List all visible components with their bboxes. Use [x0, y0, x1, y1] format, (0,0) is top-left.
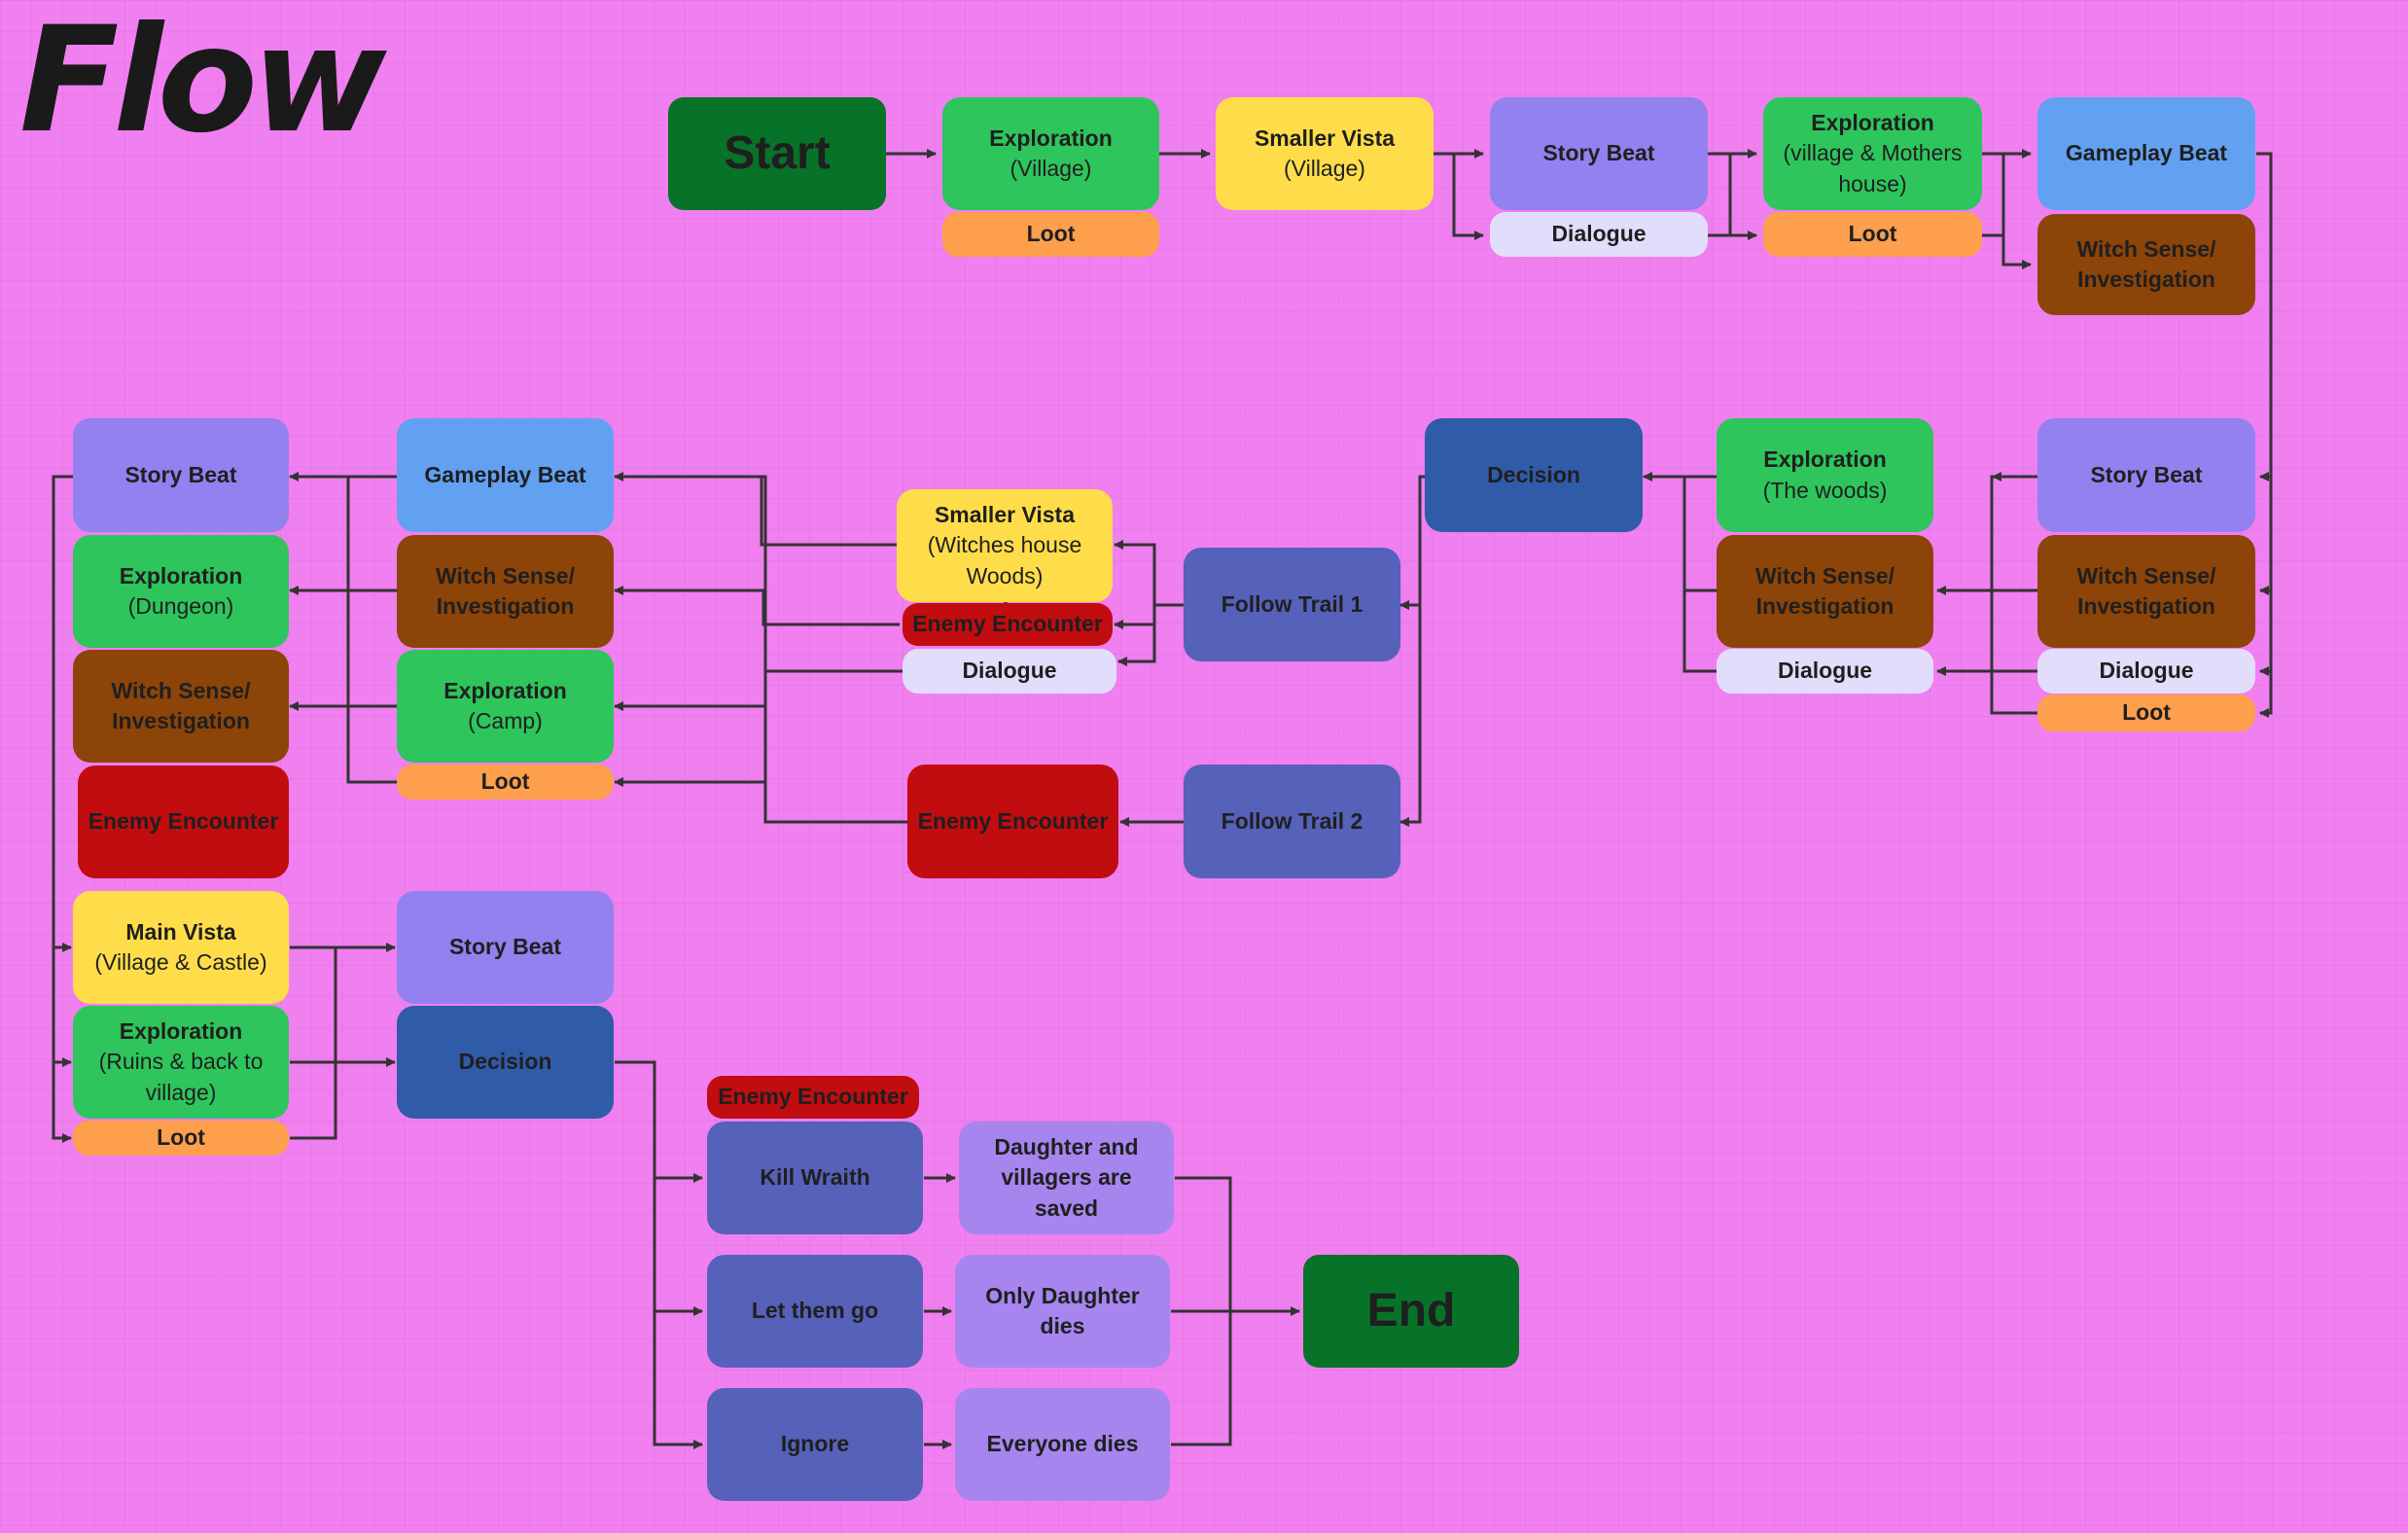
loot-node[interactable]: Loot	[397, 765, 614, 800]
connector	[52, 475, 73, 1143]
dialogue-node[interactable]: Dialogue	[2037, 649, 2255, 694]
smaller-vista-village-node[interactable]: Smaller Vista(Village)	[1216, 97, 1434, 210]
gameplay-beat-node[interactable]: Gameplay Beat	[397, 418, 614, 532]
dialogue-node[interactable]: Dialogue	[1717, 649, 1933, 694]
enemy-encounter-node[interactable]: Enemy Encounter	[707, 1076, 919, 1119]
enemy-encounter-node[interactable]: Enemy Encounter	[903, 603, 1113, 646]
connector	[1982, 233, 2032, 269]
story-beat-node[interactable]: Story Beat	[1490, 97, 1708, 210]
start-node[interactable]: Start	[668, 97, 886, 210]
gameplay-beat-node[interactable]: Gameplay Beat	[2037, 97, 2255, 210]
loot-node[interactable]: Loot	[2037, 695, 2255, 731]
connector	[1452, 154, 1484, 240]
exploration-woods-node[interactable]: Exploration(The woods)	[1717, 418, 1933, 532]
main-vista-node[interactable]: Main Vista(Village & Castle)	[73, 891, 289, 1004]
loot-node[interactable]: Loot	[1763, 212, 1982, 257]
connector	[614, 472, 897, 547]
connector	[1114, 540, 1184, 607]
witch-sense-node[interactable]: Witch Sense/ Investigation	[1717, 535, 1933, 648]
loot-node[interactable]: Loot	[73, 1121, 289, 1156]
connector	[614, 586, 900, 626]
outcome-daughter-dies-node[interactable]: Only Daughter dies	[955, 1255, 1170, 1368]
witch-sense-node[interactable]: Witch Sense/ Investigation	[2037, 214, 2255, 315]
connector	[290, 947, 337, 1140]
story-beat-node[interactable]: Story Beat	[397, 891, 614, 1004]
enemy-encounter-node[interactable]: Enemy Encounter	[78, 766, 289, 878]
witch-sense-node[interactable]: Witch Sense/ Investigation	[2037, 535, 2255, 648]
story-beat-node[interactable]: Story Beat	[73, 418, 289, 532]
connector	[1990, 475, 2037, 715]
connector	[614, 669, 903, 711]
end-node[interactable]: End	[1303, 1255, 1519, 1368]
dialogue-node[interactable]: Dialogue	[1490, 212, 1708, 257]
smaller-vista-witches-node[interactable]: Smaller Vista(Witches house Woods)	[897, 489, 1113, 602]
let-them-go-node[interactable]: Let them go	[707, 1255, 923, 1368]
exploration-mothers-house-node[interactable]: Exploration(village & Mothers house)	[1763, 97, 1982, 210]
connector	[615, 1060, 703, 1449]
outcome-everyone-dies-node[interactable]: Everyone dies	[955, 1388, 1170, 1501]
connector	[614, 777, 907, 824]
exploration-dungeon-node[interactable]: Exploration(Dungeon)	[73, 535, 289, 648]
ignore-node[interactable]: Ignore	[707, 1388, 923, 1501]
exploration-ruins-node[interactable]: Exploration(Ruins & back to village)	[73, 1006, 289, 1119]
kill-wraith-node[interactable]: Kill Wraith	[707, 1122, 923, 1234]
decision-node[interactable]: Decision	[1425, 418, 1643, 532]
connector	[2259, 477, 2273, 718]
story-beat-node[interactable]: Story Beat	[2037, 418, 2255, 532]
dialogue-node[interactable]: Dialogue	[903, 649, 1116, 694]
exploration-camp-node[interactable]: Exploration(Camp)	[397, 650, 614, 763]
connector	[2256, 152, 2273, 477]
connector	[1682, 477, 1717, 673]
enemy-encounter-node[interactable]: Enemy Encounter	[907, 765, 1118, 878]
connector	[761, 475, 767, 822]
witch-sense-node[interactable]: Witch Sense/ Investigation	[73, 650, 289, 763]
outcome-saved-node[interactable]: Daughter and villagers are saved	[959, 1122, 1174, 1234]
connector	[346, 477, 397, 784]
loot-node[interactable]: Loot	[942, 212, 1159, 257]
decision-node[interactable]: Decision	[397, 1006, 614, 1119]
witch-sense-node[interactable]: Witch Sense/ Investigation	[397, 535, 614, 648]
follow-trail-2-node[interactable]: Follow Trail 2	[1184, 765, 1400, 878]
diagram-title: Flow	[19, 0, 387, 165]
connector	[1399, 475, 1425, 827]
follow-trail-1-node[interactable]: Follow Trail 1	[1184, 548, 1400, 661]
connector	[1114, 605, 1156, 629]
connector	[1117, 624, 1156, 666]
exploration-village-node[interactable]: Exploration(Village)	[942, 97, 1159, 210]
